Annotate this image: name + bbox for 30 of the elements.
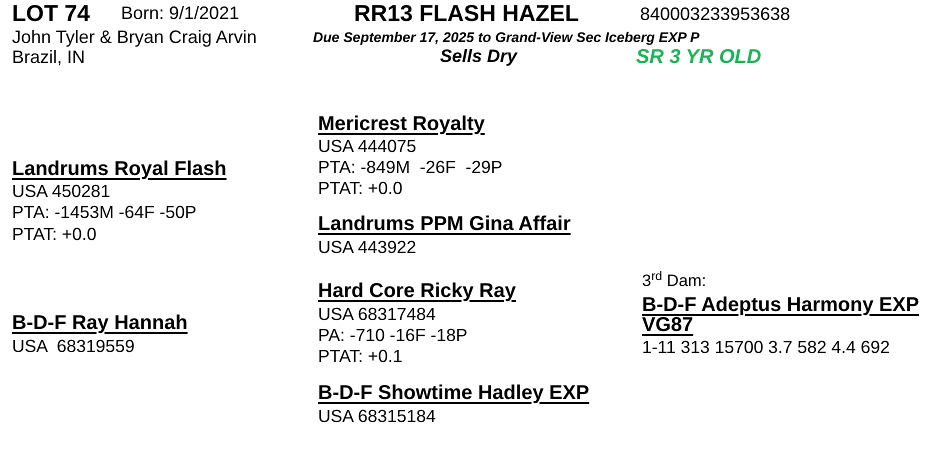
pedigree-detail: PTA: -1453M -64F -50P [12, 202, 196, 223]
pedigree-detail: PTAT: +0.1 [318, 346, 402, 367]
dam-label: 3$^{rd}$ Dam: [642, 271, 706, 291]
animal-name: Hard Core Ricky Ray [318, 280, 516, 302]
pedigree-detail: PA: -710 -16F -18P [318, 325, 468, 346]
animal-name: B-D-F Adeptus Harmony EXP VG87 [642, 295, 920, 335]
age-class: SR 3 YR OLD [636, 45, 762, 69]
animal-name: Landrums Royal Flash [12, 158, 226, 180]
pedigree-detail: USA 444075 [318, 136, 416, 157]
pedigree-detail: USA 68319559 [12, 336, 135, 357]
pedigree-detail: USA 450281 [12, 181, 110, 202]
title: RR13 FLASH HAZEL [354, 0, 579, 27]
owner-names: John Tyler & Bryan Craig Arvin [12, 26, 257, 48]
pedigree-detail: USA 68315184 [318, 406, 436, 427]
location: Brazil, IN [12, 47, 86, 68]
lot-number: LOT 74 [12, 0, 90, 27]
sale-status: Sells Dry [440, 45, 518, 67]
pedigree-detail: PTAT: +0.0 [12, 224, 96, 245]
due-date-note: Due September 17, 2025 to Grand-View Sec Iceberg EXP P [313, 28, 700, 47]
production-record: 1-11 313 15700 3.7 582 4.4 692 [642, 337, 890, 358]
animal-name: B-D-F Ray Hannah [12, 312, 188, 334]
animal-name: Mericrest Royalty [318, 113, 485, 135]
birth-date: Born: 9/1/2021 [121, 2, 240, 24]
animal-name: Landrums PPM Gina Affair [318, 213, 571, 235]
registration-number: 840003233953638 [640, 3, 790, 25]
pedigree-detail: PTAT: +0.0 [318, 178, 402, 199]
pedigree-detail: USA 443922 [318, 237, 416, 258]
animal-name: B-D-F Showtime Hadley EXP [318, 382, 590, 404]
pedigree-detail: PTA: -849M -26F -29P [318, 157, 502, 178]
pedigree-detail: USA 68317484 [318, 304, 436, 325]
